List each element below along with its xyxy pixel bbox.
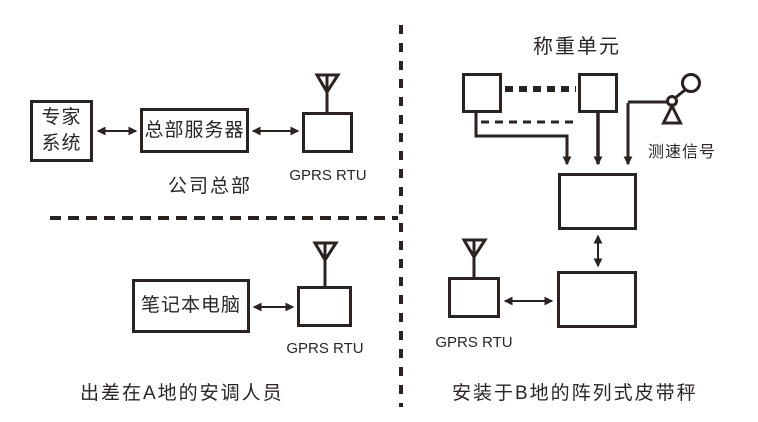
expert-system-box: 专家 系统	[30, 100, 93, 162]
antenna-icon	[312, 241, 339, 286]
weigh-cell-elbow-arrow	[474, 113, 572, 166]
site-a-caption: 出差在A地的安调人员	[80, 383, 284, 404]
gprs-rtu-box-a	[297, 286, 352, 327]
antenna-icon	[314, 73, 341, 112]
hq-server-label: 总部服务器	[144, 119, 245, 141]
speed-signal-label: 测速信号	[648, 144, 717, 161]
weighing-unit-title: 称重单元	[533, 36, 621, 58]
gprs-rtu-label-a: GPRS RTU	[286, 340, 364, 357]
site-b-caption: 安装于B地的阵列式皮带秤	[452, 383, 698, 404]
gprs-rtu-label-b: GPRS RTU	[435, 334, 513, 351]
expert-system-label: 专家 系统	[41, 107, 82, 154]
gprs-rtu-box-b	[448, 277, 500, 318]
laptop-box: 笔记本电脑	[132, 279, 250, 333]
antenna-icon	[461, 238, 488, 277]
junction-box	[558, 173, 637, 230]
hq-server-box: 总部服务器	[140, 108, 249, 153]
laptop-label: 笔记本电脑	[140, 295, 241, 316]
main-unit-box	[557, 271, 637, 328]
gprs-rtu-box-hq	[302, 112, 353, 153]
company-hq-caption: 公司总部	[167, 176, 252, 197]
weigh-cell-box-2	[578, 73, 618, 113]
speed-sensor-icon	[661, 73, 701, 125]
gprs-rtu-label-hq: GPRS RTU	[289, 167, 367, 184]
weigh-cell-box-1	[462, 73, 502, 113]
